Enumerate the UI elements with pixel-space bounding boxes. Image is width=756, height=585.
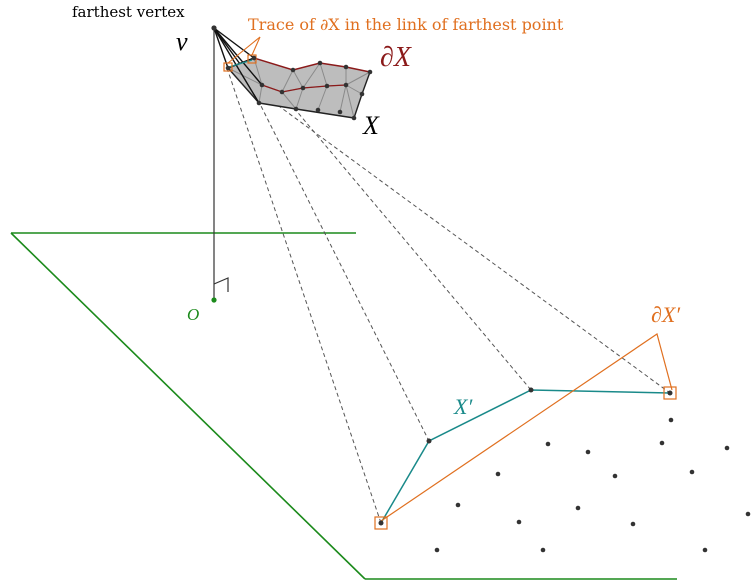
x-prime-path (380, 389, 671, 524)
origin-point (211, 297, 217, 303)
projection-line (226, 67, 382, 524)
trace-in-link (223, 36, 261, 72)
projection-lines (226, 67, 671, 524)
boundary-x-label: ∂X (380, 42, 412, 73)
projection-line (293, 107, 532, 391)
cone-lines (213, 27, 263, 104)
projection-line (257, 99, 430, 442)
x-label: X (362, 111, 380, 140)
scattered-points (434, 417, 751, 553)
right-angle-mark (213, 277, 229, 292)
boundary-x-prime-marker-right (663, 386, 677, 400)
trace-pointer (251, 36, 261, 56)
x-prime-label: X′ (453, 394, 473, 419)
trace-label: Trace of ∂X in the link of farthest poin… (248, 15, 564, 34)
boundary-x-prime-label: ∂X′ (651, 302, 681, 327)
boundary-x-prime-connector (380, 333, 673, 522)
mesh-x-fill (228, 58, 370, 118)
boundary-x-prime-marker-left (374, 516, 388, 530)
perpendicular (213, 28, 229, 300)
vertex-v-label: v (176, 27, 188, 56)
plane-left-edge (10, 232, 366, 580)
projection-line (226, 67, 671, 394)
farthest-vertex-label: farthest vertex (72, 3, 185, 21)
mesh-vertices (211, 25, 373, 121)
trace-pointer (227, 36, 261, 64)
x-prime-vertices (378, 387, 673, 526)
origin-label: O (187, 305, 199, 324)
mesh-x-edges (227, 67, 371, 119)
projection-plane (10, 232, 677, 580)
